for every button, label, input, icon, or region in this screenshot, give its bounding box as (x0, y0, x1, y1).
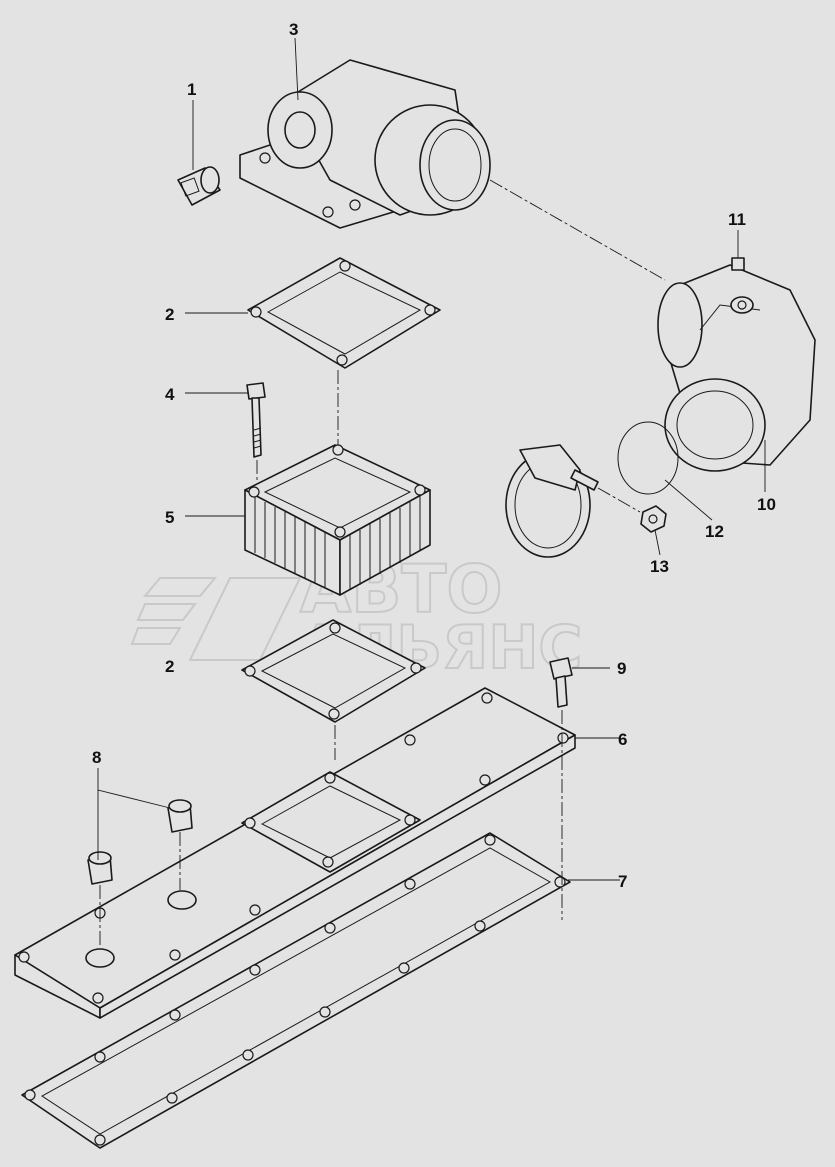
callout-10: 10 (757, 495, 776, 514)
callout-2-lower: 2 (165, 657, 174, 676)
callout-13: 13 (650, 557, 669, 576)
callout-labels: 1 2 3 4 5 2 9 6 8 7 10 11 12 13 (92, 20, 776, 891)
callout-9: 9 (617, 659, 626, 678)
clamp (505, 444, 599, 558)
logo-stripes-icon (130, 577, 302, 661)
part-6-cover-plate (14, 687, 576, 1019)
callout-2-upper: 2 (165, 305, 174, 324)
callout-1: 1 (187, 80, 196, 99)
part-2-upper-gasket (247, 257, 441, 369)
part-9-bolt (549, 657, 573, 708)
part-12-o-ring (617, 421, 679, 495)
callout-5: 5 (165, 508, 174, 527)
callout-8: 8 (92, 748, 101, 767)
leader-lines (97, 37, 766, 881)
callout-11: 11 (728, 210, 746, 229)
part-7-lower-gasket (21, 832, 571, 1149)
part-8-plugs (87, 799, 193, 885)
callout-12: 12 (705, 522, 724, 541)
part-13-nut (640, 505, 667, 533)
part-5-spacer-block (244, 444, 431, 596)
part-3-elbow-housing (239, 59, 491, 229)
callout-4: 4 (165, 385, 175, 404)
callout-7: 7 (618, 872, 627, 891)
part-11-screw (731, 257, 745, 271)
part-1-plug (177, 166, 221, 206)
callout-3: 3 (289, 20, 298, 39)
part-10-outlet-elbow (657, 264, 816, 472)
part-4-bolt (246, 382, 266, 458)
callout-6: 6 (618, 730, 627, 749)
part-2-lower-gasket (241, 619, 426, 723)
assembly-lines (99, 179, 666, 945)
